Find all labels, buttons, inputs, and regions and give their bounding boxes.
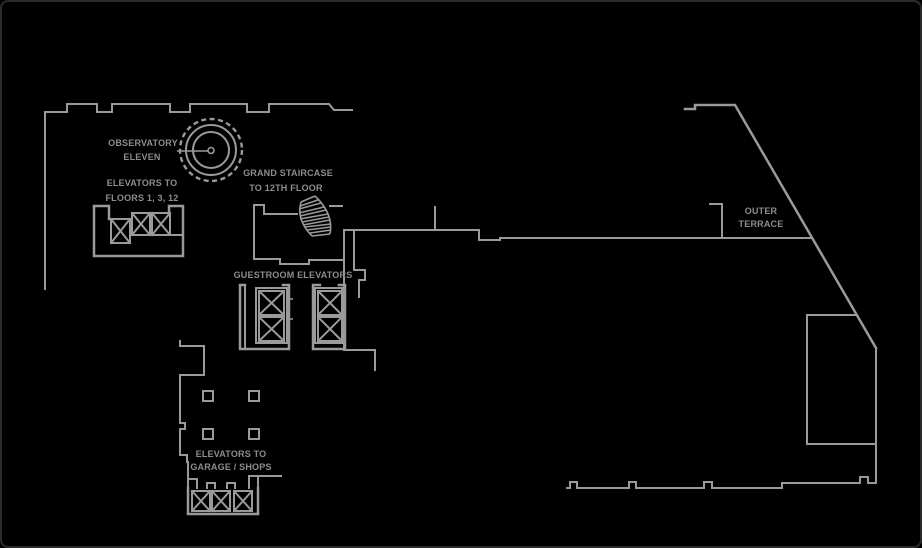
observatory-label-line1: OBSERVATORY bbox=[108, 138, 178, 148]
outer-wall-top-right-diagonal bbox=[683, 103, 878, 350]
elevator-icon bbox=[257, 289, 286, 317]
grand-staircase-label-line2: TO 12TH FLOOR bbox=[249, 183, 323, 193]
elevator-icon bbox=[109, 217, 132, 245]
lobby-columns bbox=[202, 390, 260, 440]
terrace-wall bbox=[343, 203, 813, 241]
staircase-landing-walls bbox=[253, 204, 345, 265]
outer-wall-bottom bbox=[566, 443, 877, 489]
guestroom-elevator-bank-right bbox=[311, 283, 347, 351]
column-marker bbox=[202, 428, 214, 440]
guestroom-elevators-label: GUESTROOM ELEVATORS bbox=[234, 270, 353, 280]
staircase-icon bbox=[298, 195, 332, 237]
corridor-walls bbox=[343, 229, 376, 371]
lobby-left-wall bbox=[179, 340, 205, 480]
elevator-icon bbox=[316, 315, 344, 343]
garage-elevators-label-line1: ELEVATORS TO bbox=[196, 449, 267, 459]
elevator-bank-1-3-12 bbox=[92, 204, 185, 258]
elevator-icon bbox=[150, 211, 172, 237]
outer-terrace-label-line1: OUTER bbox=[745, 206, 778, 216]
elevators-1-3-12-label-line2: FLOORS 1, 3, 12 bbox=[105, 193, 178, 203]
guestroom-elevator-bank-left bbox=[238, 283, 293, 351]
elevators-1-3-12-label-line1: ELEVATORS TO bbox=[107, 178, 178, 188]
elevator-icon bbox=[316, 289, 344, 317]
elevator-icon bbox=[190, 489, 212, 513]
grand-staircase-label-line1: GRAND STAIRCASE bbox=[243, 168, 333, 178]
elevator-icon bbox=[130, 211, 152, 237]
elevator-icon bbox=[257, 315, 286, 343]
column-marker bbox=[248, 428, 260, 440]
lower-right-room bbox=[806, 314, 877, 445]
column-marker bbox=[202, 390, 214, 402]
garage-elevators-label-line2: GARAGE / SHOPS bbox=[190, 462, 271, 472]
observatory-label-line2: ELEVEN bbox=[123, 152, 160, 162]
elevator-icon bbox=[210, 489, 232, 513]
elevator-icon bbox=[232, 489, 254, 513]
outer-terrace-label-line2: TERRACE bbox=[739, 219, 784, 229]
column-marker bbox=[248, 390, 260, 402]
outer-wall-top-left bbox=[44, 103, 353, 290]
observatory-circle-icon bbox=[177, 117, 244, 183]
elevator-bank-garage bbox=[186, 475, 282, 516]
